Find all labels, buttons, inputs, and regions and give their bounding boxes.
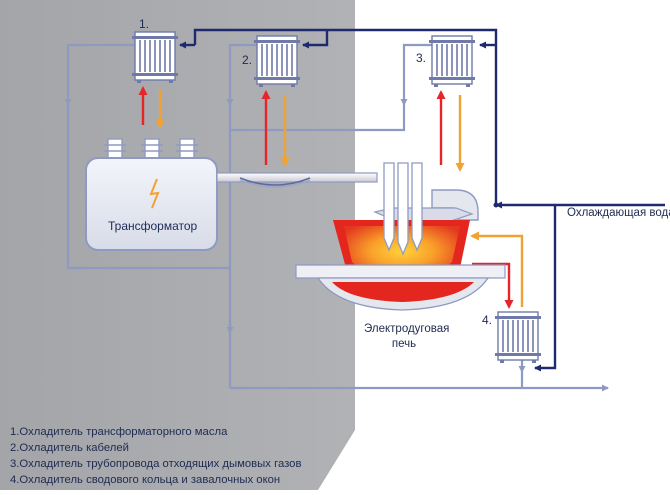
electrodes <box>383 162 423 256</box>
left-collector-pipe <box>66 105 230 270</box>
legend-item: 4.Охладитель сводового кольца и завалочн… <box>10 474 281 486</box>
supply-to-cooler2 <box>302 30 329 49</box>
cooler-3-number: 3. <box>416 51 427 65</box>
legend: 1.Охладитель трансформаторного масла 2.О… <box>10 424 301 488</box>
supply-junction <box>493 202 499 208</box>
legend-item: 1.Охладитель трансформаторного масла <box>10 426 228 438</box>
cooler-4-number: 4. <box>482 313 493 327</box>
arc-furnace <box>295 162 506 311</box>
cooler-1-number: 1. <box>139 17 150 31</box>
furnace-platform <box>295 264 506 279</box>
furnace-label-line2: печь <box>391 337 417 350</box>
transformer <box>85 138 218 251</box>
cable-bus <box>216 172 378 188</box>
cooler4-warm-arrow <box>470 231 524 307</box>
cooler-3-icon <box>428 35 476 88</box>
cooler1-return-pipe <box>64 43 135 106</box>
furnace-label: Электродуговая печь <box>364 322 450 352</box>
furnace-bottom-hearth <box>332 282 474 302</box>
cooler-1-icon <box>131 31 179 84</box>
legend-item: 3.Охладитель трубопровода отходящих дымо… <box>10 458 302 470</box>
transformer-label: Трансформатор <box>108 219 198 233</box>
lightning-bolt-icon <box>149 178 160 209</box>
cooling-water-label: Охлаждающая вода <box>567 207 670 219</box>
return-water-pipes <box>64 43 609 392</box>
legend-item: 2.Охладитель кабелей <box>10 442 129 454</box>
cooler-2-icon <box>253 35 301 88</box>
supply-to-cooler4 <box>534 205 557 372</box>
cooler3-return-pipe <box>400 43 432 106</box>
cooler-4-icon <box>494 311 542 364</box>
cooler4-hot-arrow <box>472 262 514 309</box>
supply-water-pipes <box>179 28 665 372</box>
cooler2-return-pipe <box>226 43 257 106</box>
cooler3-collector-pipe <box>230 105 406 132</box>
furnace-label-line1: Электродуговая <box>364 323 450 335</box>
cooler-2-number: 2. <box>242 53 253 67</box>
transformer-bushings <box>104 138 198 162</box>
transformer-body <box>85 157 218 251</box>
heat-flow-arrows <box>138 86 524 309</box>
supply-main-top <box>193 28 498 205</box>
